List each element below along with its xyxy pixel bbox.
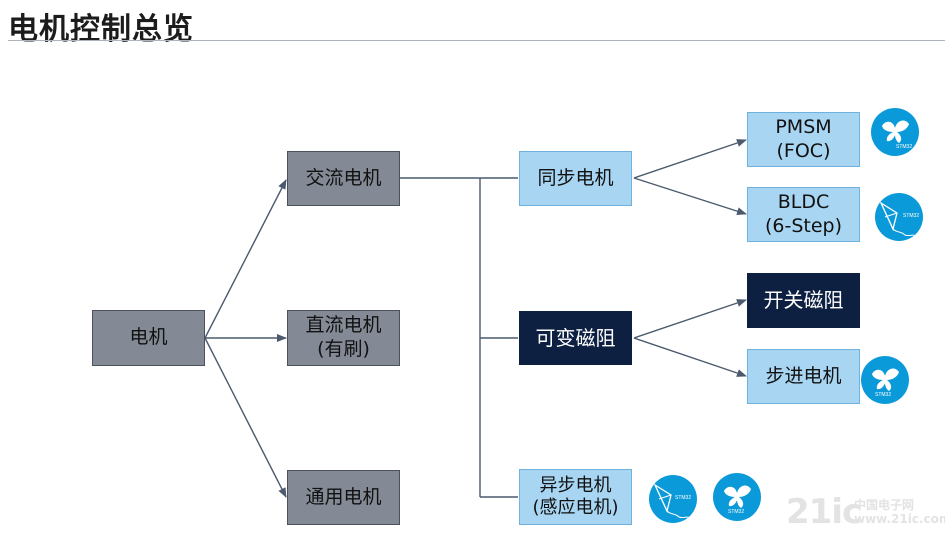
node-bldc: BLDC (6-Step) — [747, 187, 860, 242]
stm32-kite-icon: STM32 — [875, 193, 923, 241]
node-motor: 电机 — [92, 310, 205, 366]
arrow-motor-to-universal — [204, 337, 287, 498]
watermark-url: www.21ic.com — [854, 512, 945, 526]
arrow-reluctance-to-stepper — [633, 337, 747, 377]
node-bldc-label: BLDC (6-Step) — [764, 190, 843, 237]
node-ac-motor: 交流电机 — [287, 151, 400, 206]
arrow-motor-to-ac — [204, 179, 287, 339]
watermark-sub: 中国电子网 — [854, 498, 915, 512]
node-switched-reluctance: 开关磁阻 — [747, 273, 860, 328]
node-pmsm: PMSM (FOC) — [747, 112, 860, 167]
node-async-motor-label: 异步电机 (感应电机) — [532, 474, 619, 519]
stm32-butterfly-icon: STM32 — [871, 108, 919, 156]
svg-text:STM32: STM32 — [728, 509, 744, 515]
svg-text:STM32: STM32 — [903, 213, 919, 219]
node-motor-label: 电机 — [129, 326, 168, 349]
node-variable-reluctance: 可变磁阻 — [519, 311, 632, 365]
node-ac-motor-label: 交流电机 — [305, 166, 382, 189]
svg-text:STM32: STM32 — [875, 392, 891, 398]
node-pmsm-label: PMSM (FOC) — [775, 115, 832, 162]
node-universal-motor: 通用电机 — [287, 470, 400, 525]
node-variable-reluctance-label: 可变磁阻 — [535, 325, 616, 350]
watermark-logo: 21ic — [786, 492, 862, 532]
page-title: 电机控制总览 — [8, 12, 194, 47]
svg-text:STM32: STM32 — [675, 495, 691, 501]
arrow-sync-to-pmsm — [633, 139, 747, 179]
svg-text:STM32: STM32 — [896, 144, 912, 150]
arrow-sync-to-bldc — [633, 177, 747, 216]
node-async-motor: 异步电机 (感应电机) — [519, 469, 632, 525]
stm32-butterfly-icon: STM32 — [861, 356, 909, 404]
node-sync-motor: 同步电机 — [519, 151, 632, 206]
arrow-reluctance-to-switched — [633, 299, 747, 339]
node-dc-motor-label: 直流电机 (有刷) — [305, 314, 382, 360]
node-switched-reluctance-label: 开关磁阻 — [763, 288, 844, 312]
node-stepper-motor: 步进电机 — [747, 349, 860, 404]
node-dc-motor: 直流电机 (有刷) — [287, 310, 400, 366]
node-stepper-motor-label: 步进电机 — [765, 364, 842, 387]
node-universal-motor-label: 通用电机 — [305, 485, 382, 508]
title-divider — [8, 40, 945, 41]
stm32-butterfly-icon: STM32 — [713, 473, 761, 521]
stm32-kite-icon: STM32 — [649, 475, 697, 523]
node-sync-motor-label: 同步电机 — [537, 166, 614, 189]
